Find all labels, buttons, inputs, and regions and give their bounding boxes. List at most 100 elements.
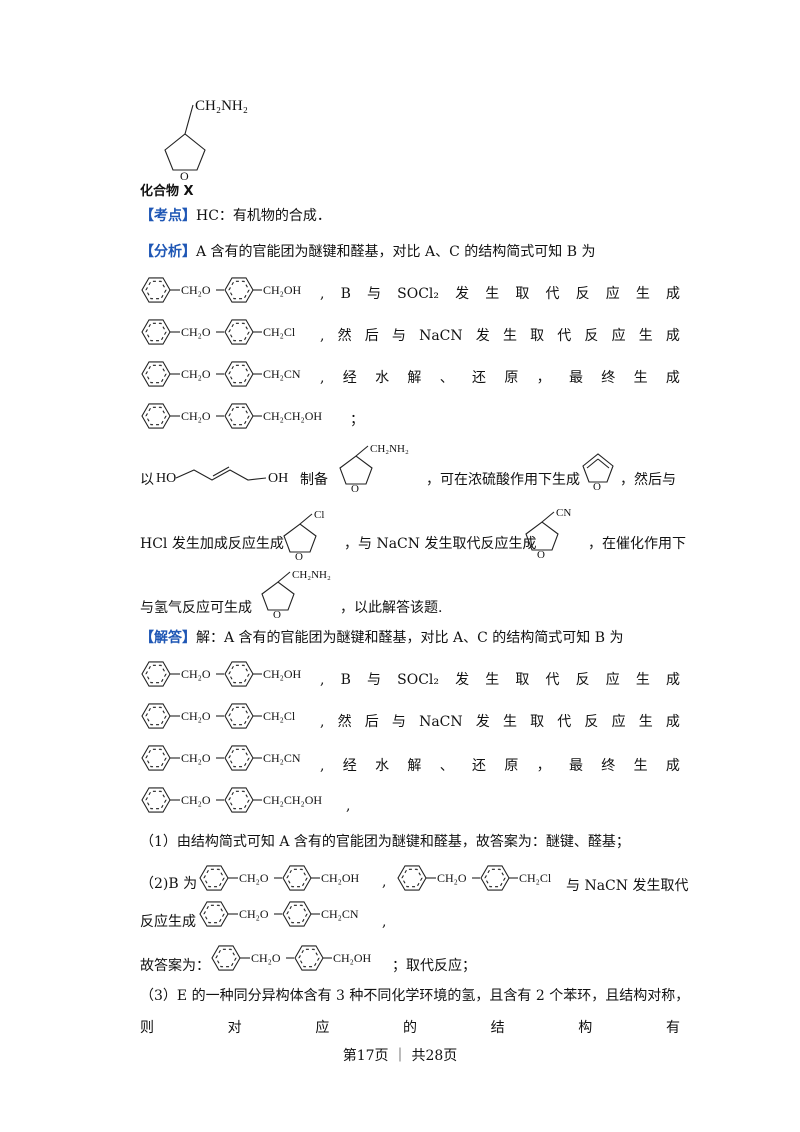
- word: SOCl₂: [397, 672, 439, 688]
- svg-text:Cl: Cl: [314, 509, 324, 521]
- compound-x-caption: 化合物 X: [140, 184, 194, 199]
- word: ，: [536, 370, 551, 386]
- q3-line2: 则对应的结构有: [140, 1018, 680, 1038]
- word: 成: [666, 672, 680, 688]
- svg-text:CH₂OH: CH₂OH: [321, 871, 360, 885]
- structure-b-cl: CH₂O CH₂Cl: [141, 319, 296, 345]
- svg-text:O: O: [593, 481, 601, 493]
- word: 应: [605, 672, 620, 688]
- word: ,: [320, 328, 325, 344]
- svg-text:CH₂O: CH₂O: [181, 667, 211, 681]
- word: 还: [472, 370, 487, 386]
- kaodian-tag: 【考点】: [140, 208, 196, 224]
- fenxi-line1-text: A 含有的官能团为醚键和醛基，对比 A、C 的结构简式可知 B 为: [196, 244, 596, 260]
- word: NaCN: [419, 714, 463, 730]
- word: 解: [407, 758, 422, 774]
- q1-line: （1）由结构简式可知 A 含有的官能团为醚键和醛基，故答案为：醚键、醛基；: [140, 834, 630, 850]
- q2-structure-oh: CH₂O CH₂OH: [199, 865, 360, 891]
- word: 构: [578, 1020, 593, 1036]
- word: 结: [490, 1020, 505, 1036]
- word: 取: [530, 714, 545, 730]
- word: 取: [515, 286, 530, 302]
- svg-text:CH₂CN: CH₂CN: [263, 751, 301, 765]
- svg-text:HO: HO: [156, 471, 176, 486]
- word: 然: [337, 714, 352, 730]
- word: 解: [407, 370, 422, 386]
- svg-text:CH₂NH₂: CH₂NH₂: [370, 443, 409, 455]
- kaodian-text: HC：有机物的合成．: [196, 208, 331, 224]
- fenxi-p4-b: ，以此解答该题.: [340, 600, 443, 616]
- fenxi-line1: 【分析】A 含有的官能团为醚键和醛基，对比 A、C 的结构简式可知 B 为: [140, 242, 595, 262]
- fenxi-p2-b: 制备: [300, 472, 328, 488]
- svg-text:O: O: [351, 483, 359, 495]
- fenxi-row4-end: ；: [350, 412, 364, 428]
- dihydrofuran-structure: O: [582, 453, 614, 493]
- word: 应: [605, 286, 620, 302]
- fenxi-p2-d: ，然后与: [620, 472, 676, 488]
- jieda-line1: 【解答】解：A 含有的官能团为醚键和醛基，对比 A、C 的结构简式可知 B 为: [140, 628, 623, 648]
- word: 取: [530, 328, 545, 344]
- svg-text:CH₂O: CH₂O: [181, 751, 211, 765]
- word: 原: [504, 370, 519, 386]
- word: 反: [584, 328, 599, 344]
- svg-text:CH₂OH: CH₂OH: [333, 951, 372, 965]
- svg-text:OH: OH: [268, 471, 288, 486]
- compound-x-group: CH₂NH₂: [195, 98, 248, 114]
- svg-text:O: O: [273, 609, 281, 621]
- q2-a: （2)B 为: [140, 876, 198, 892]
- svg-text:CH₂O: CH₂O: [181, 409, 211, 423]
- word: B: [340, 286, 351, 302]
- word: 成: [665, 328, 680, 344]
- aminomethyl-thf-product: CH₂NH₂ O: [261, 569, 331, 621]
- svg-text:CH₂Cl: CH₂Cl: [263, 325, 296, 339]
- q2-ans-b: ；取代反应；: [392, 958, 476, 974]
- svg-text:O: O: [537, 549, 545, 561]
- word: 应: [611, 714, 626, 730]
- q2-b: ,: [382, 874, 387, 890]
- word: NaCN: [419, 328, 463, 344]
- word: 发: [455, 672, 470, 688]
- word: 最: [568, 758, 583, 774]
- word: B: [340, 672, 351, 688]
- fenxi-row3-text: ,经水解、还原，最终生成: [320, 368, 680, 388]
- svg-text:CH₂Cl: CH₂Cl: [263, 709, 296, 723]
- svg-text:CH₂O: CH₂O: [437, 871, 467, 885]
- svg-text:CH₂CN: CH₂CN: [321, 907, 359, 921]
- word: 应: [315, 1020, 330, 1036]
- word: ,: [320, 758, 325, 774]
- svg-text:CH₂O: CH₂O: [181, 325, 211, 339]
- fenxi-p4-a: 与氢气反应可生成: [140, 600, 252, 616]
- svg-text:CH₂CH₂OH: CH₂CH₂OH: [263, 409, 322, 423]
- word: 生: [638, 714, 653, 730]
- jieda-line1-text: 解：A 含有的官能团为醚键和醛基，对比 A、C 的结构简式可知 B 为: [196, 630, 624, 646]
- word: ,: [320, 370, 325, 386]
- word: 与: [367, 286, 381, 302]
- word: 生: [502, 328, 517, 344]
- fenxi-tag: 【分析】: [140, 244, 196, 260]
- svg-text:CH₂NH₂: CH₂NH₂: [292, 569, 331, 581]
- page-footer: 第17页 ｜ 共28页: [342, 1048, 458, 1064]
- word: 反: [575, 672, 590, 688]
- word: 代: [545, 672, 560, 688]
- word: 后: [364, 328, 379, 344]
- word: 应: [611, 328, 626, 344]
- jieda-row3-text: ,经水解、还原，最终生成: [320, 756, 680, 776]
- cyano-thf-structure: CN O: [525, 507, 571, 561]
- svg-text:O: O: [295, 551, 303, 563]
- word: 终: [601, 370, 616, 386]
- word: 对: [227, 1020, 242, 1036]
- word: 生: [638, 328, 653, 344]
- word: 生: [502, 714, 517, 730]
- fenxi-p3-c: ，在催化作用下: [588, 536, 686, 552]
- word: 终: [601, 758, 616, 774]
- word: 代: [557, 328, 572, 344]
- word: 后: [364, 714, 379, 730]
- word: ，: [536, 758, 551, 774]
- svg-text:CH₂O: CH₂O: [239, 871, 269, 885]
- fenxi-p3-a: HCl 发生加成反应生成: [140, 536, 284, 552]
